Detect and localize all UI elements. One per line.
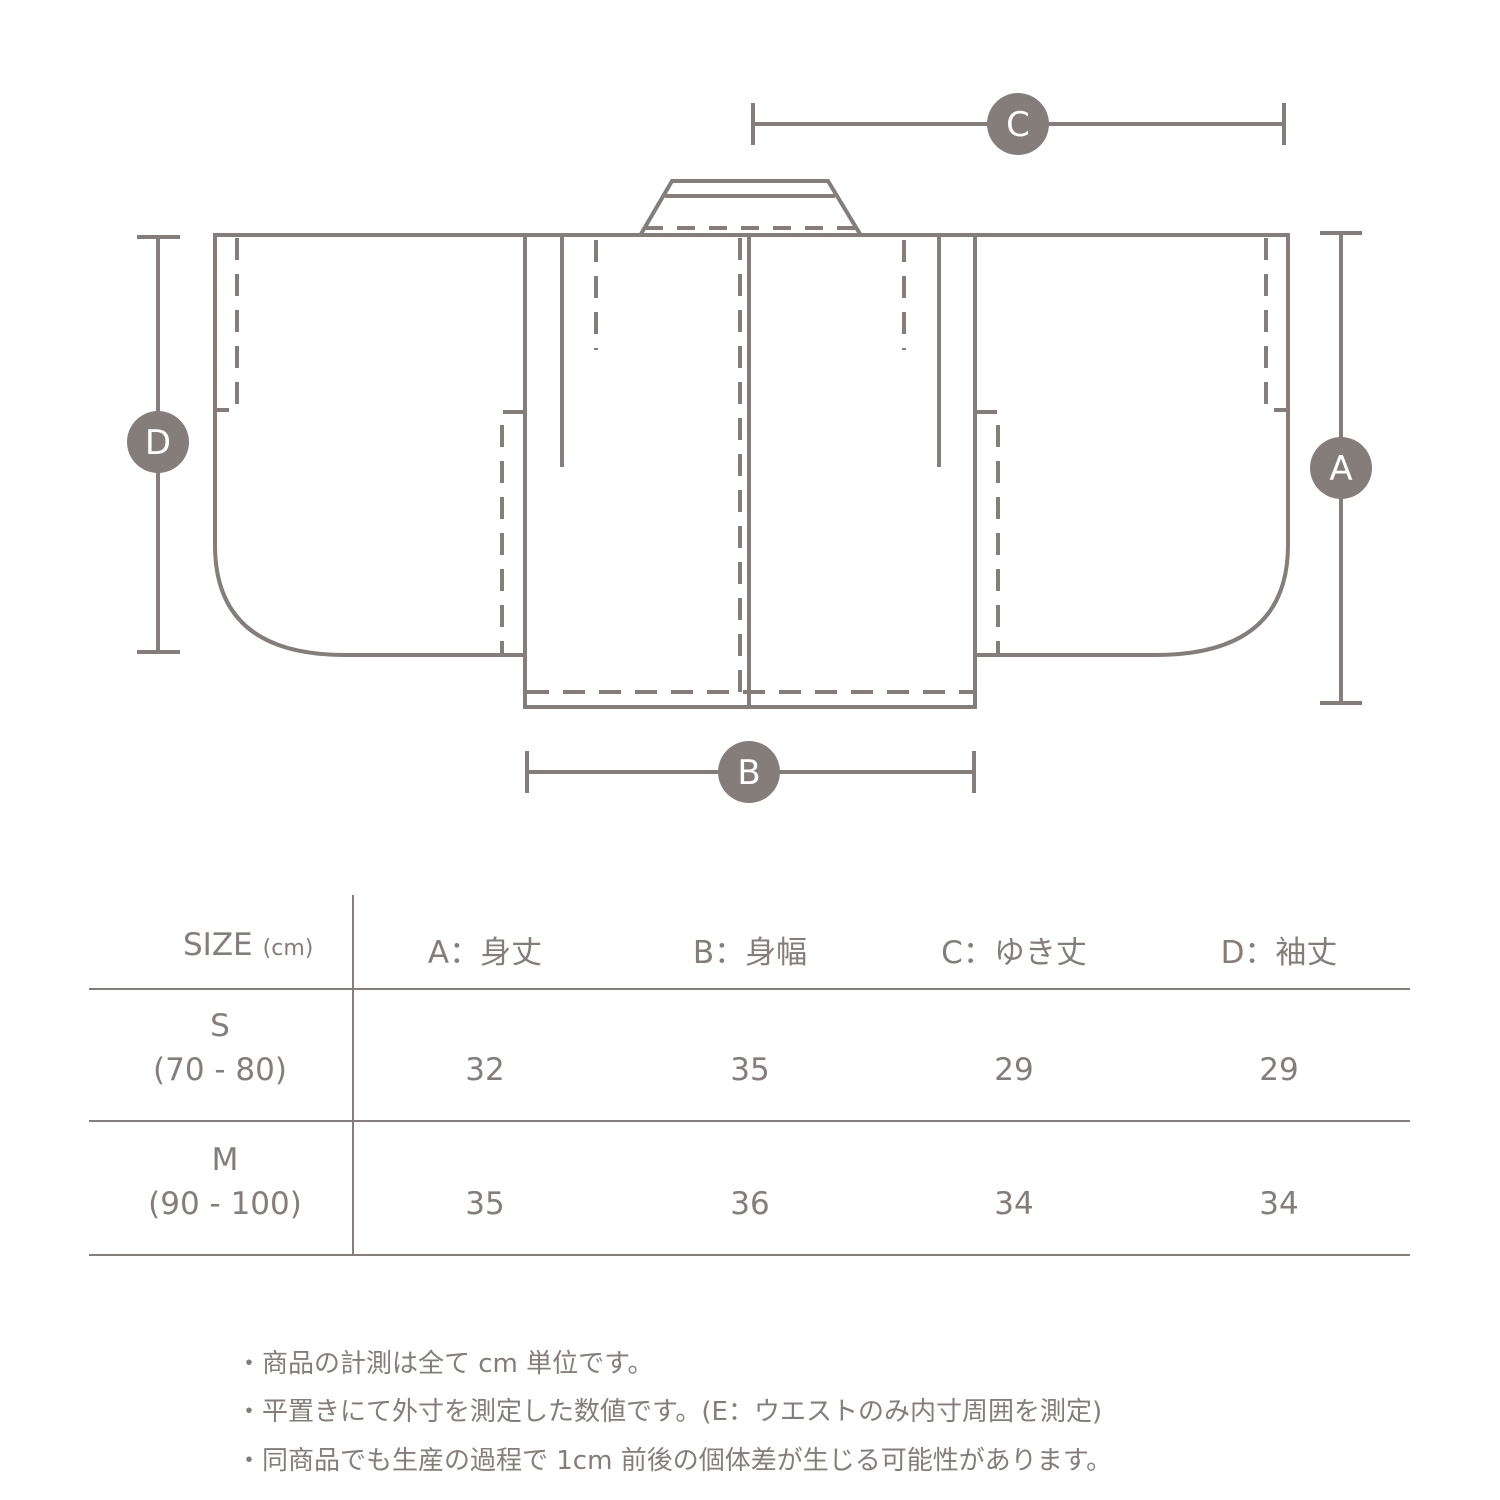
table-divider [89,1254,1410,1256]
note: ・同商品でも生産の過程で 1cm 前後の個体差が生じる可能性があります。 [236,1446,1113,1476]
value-d: 29 [1259,1052,1299,1088]
column-header-a: A：身丈 [427,935,543,971]
column-header-b: B：身幅 [692,935,808,971]
size-range: (90 - 100) [148,1186,302,1222]
label-d-badge [127,411,189,473]
table-divider-vertical [352,895,354,1256]
unit-label: (cm) [262,936,314,961]
value-c: 34 [994,1186,1034,1222]
table-divider [89,1120,1410,1122]
value-b: 35 [730,1052,770,1088]
collar [639,179,862,236]
label-d: D [145,423,171,463]
value-d: 34 [1259,1186,1299,1222]
note: ・平置きにて外寸を測定した数値です。(E：ウエストのみ内寸周囲を測定) [236,1397,1103,1427]
size-name: S [210,1008,230,1044]
value-a: 32 [465,1052,505,1088]
label-c-badge [987,93,1049,155]
label-a-badge [1310,437,1372,499]
body [523,233,977,709]
left-sleeve [213,233,525,657]
label-b: B [737,753,760,793]
size-range: (70 - 80) [153,1052,287,1088]
column-header-d: D：袖丈 [1220,935,1338,971]
label-b-badge [718,741,780,803]
size-header: SIZE(cm) [183,927,314,963]
value-b: 36 [730,1186,770,1222]
value-c: 29 [994,1052,1034,1088]
size-name: M [211,1142,239,1178]
garment-diagram: C D A B [127,93,1372,803]
note: ・商品の計測は全て cm 単位です。 [236,1349,654,1379]
value-a: 35 [465,1186,505,1222]
label-a: A [1329,449,1352,489]
label-c: C [1006,105,1030,145]
right-sleeve [975,233,1290,657]
table-divider [89,988,1410,990]
column-header-c: C：ゆき丈 [941,935,1087,971]
